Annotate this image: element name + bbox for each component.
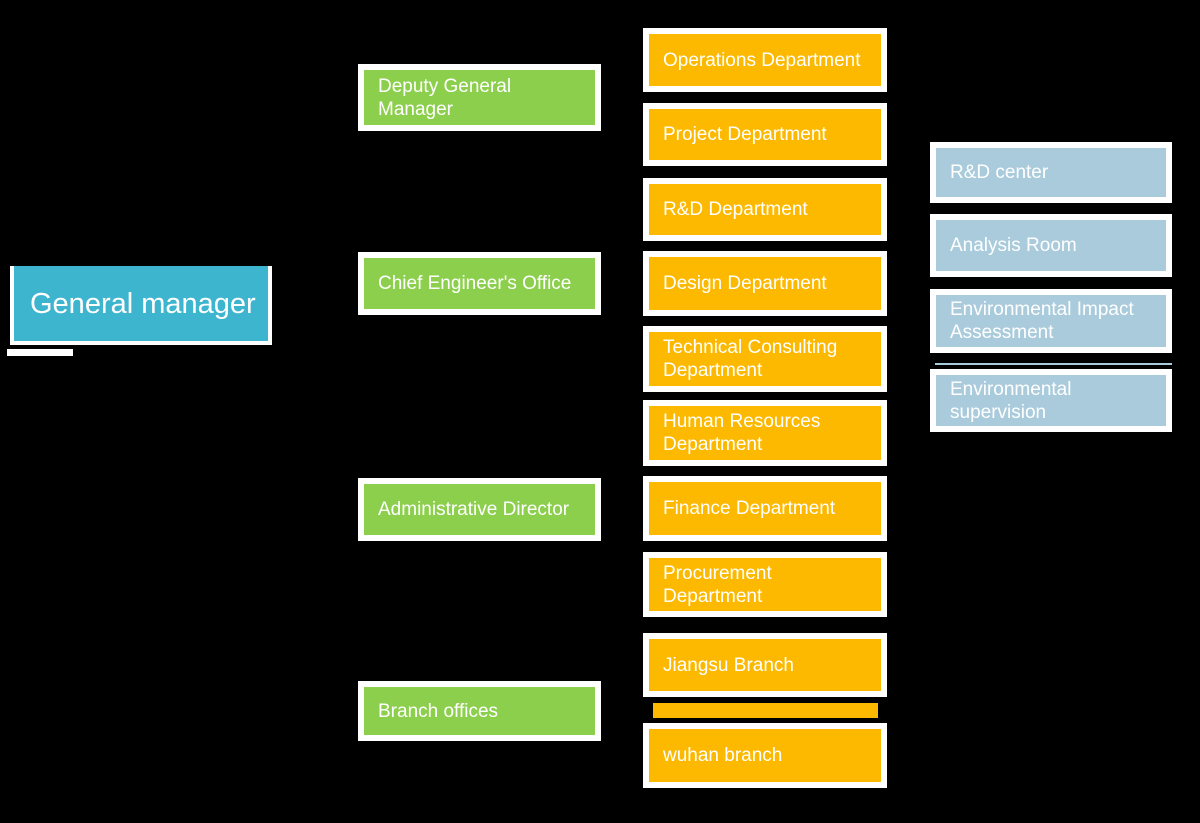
node-label: Operations Department	[663, 49, 861, 71]
node-branch-offices: Branch offices	[358, 681, 601, 741]
node-finance-department: Finance Department	[643, 476, 887, 541]
node-label: Finance Department	[663, 498, 836, 519]
node-general-manager: General manager	[10, 266, 272, 345]
node-label: R&D Department	[663, 199, 808, 220]
node-chief-engineers-office: Chief Engineer's Office	[358, 252, 601, 315]
node-label: Project Department	[663, 124, 827, 145]
node-technical-consulting-department: Technical Consulting Department	[643, 326, 887, 392]
node-deputy-general-manager: Deputy General Manager	[358, 64, 601, 131]
node-rnd-department: R&D Department	[643, 178, 887, 241]
node-label: Jiangsu Branch	[663, 654, 794, 676]
node-label: Branch offices	[378, 700, 499, 722]
node-label: Chief Engineer's Office	[378, 273, 572, 294]
node-operations-department: Operations Department	[643, 28, 887, 92]
node-label: wuhan branch	[663, 745, 783, 766]
node-label: Human Resources Department	[663, 411, 821, 455]
node-analysis-room: Analysis Room	[930, 214, 1172, 277]
node-environmental-impact-assessment: Environmental Impact Assessment	[930, 289, 1172, 353]
node-label: Design Department	[663, 273, 827, 294]
node-label: Technical Consulting Department	[663, 337, 838, 381]
node-label: Environmental supervision	[950, 378, 1072, 423]
node-jiangsu-branch: Jiangsu Branch	[643, 633, 887, 697]
node-environmental-supervision: Environmental supervision	[930, 369, 1172, 432]
node-human-resources-department: Human Resources Department	[643, 400, 887, 466]
node-administrative-director: Administrative Director	[358, 478, 601, 541]
node-label: R&D center	[950, 162, 1049, 183]
border-artifact-dash	[7, 349, 73, 356]
node-label: Deputy General Manager	[378, 75, 512, 120]
node-wuhan-branch: wuhan branch	[643, 723, 887, 788]
node-design-department: Design Department	[643, 251, 887, 316]
node-label: Procurement Department	[663, 562, 772, 607]
node-label: Environmental Impact Assessment	[950, 299, 1134, 343]
node-label: General manager	[30, 287, 256, 320]
node-project-department: Project Department	[643, 103, 887, 166]
node-label: Analysis Room	[950, 235, 1077, 256]
node-label: Administrative Director	[378, 499, 570, 520]
node-procurement-department: Procurement Department	[643, 552, 887, 617]
collapsed-unit-divider	[935, 363, 1172, 365]
node-rnd-center: R&D center	[930, 142, 1172, 203]
collapsed-branch-bar	[653, 703, 878, 718]
